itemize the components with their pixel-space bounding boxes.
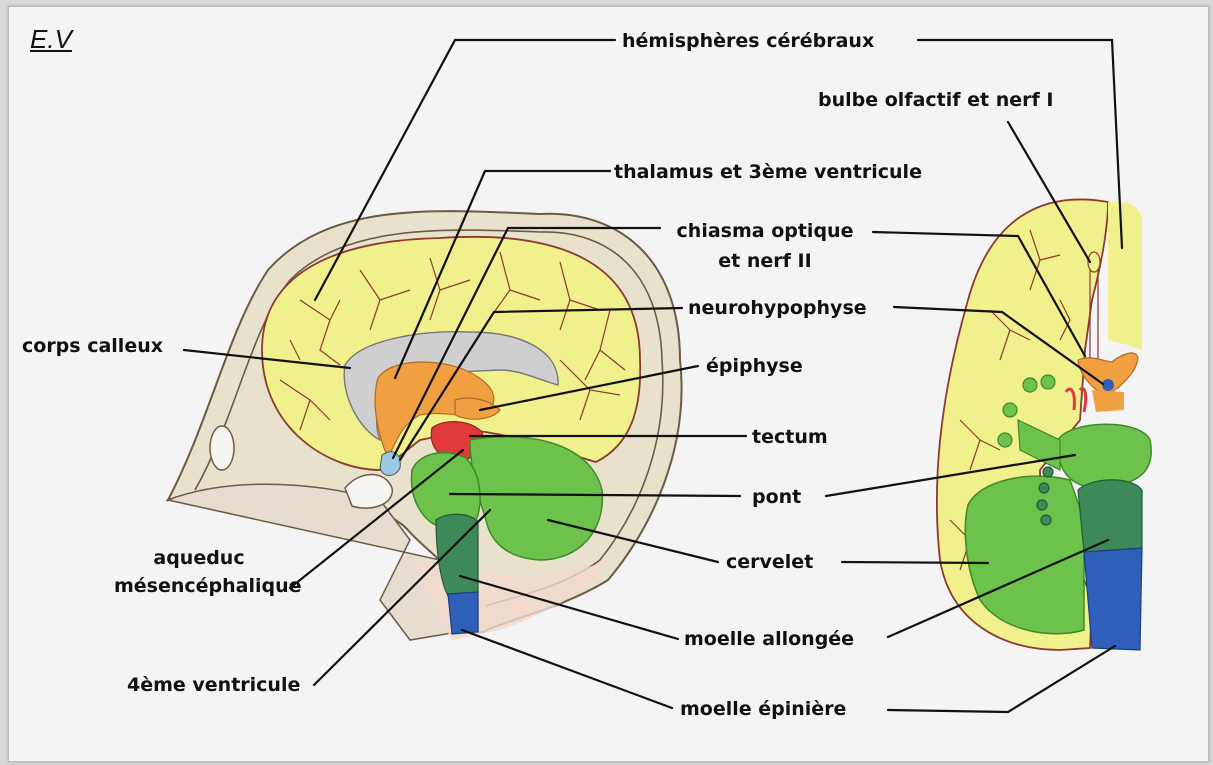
label-moelle-allongee: moelle allongée: [684, 627, 854, 651]
hypophyse-dorsal: [1102, 379, 1114, 391]
label-chiasma-line2: et nerf II: [660, 249, 870, 273]
moelle-epiniere-dorsal: [1084, 548, 1142, 650]
leader-cervelet-dorsal: [842, 562, 988, 563]
leader-moelle-epiniere: [462, 630, 672, 708]
label-hemispheres: hémisphères cérébraux: [622, 29, 874, 53]
moelle-allongee-dorsal: [1078, 480, 1142, 552]
moelle-epiniere-shape: [448, 592, 478, 634]
label-neurohypophyse: neurohypophyse: [688, 296, 867, 320]
label-corps-calleux: corps calleux: [22, 334, 163, 358]
leader-moelle-epiniere-dorsal: [888, 646, 1115, 712]
label-chiasma-line1: chiasma optique: [660, 219, 870, 243]
dorsal-hemisphere-right: [1108, 202, 1142, 350]
label-tectum: tectum: [752, 425, 828, 449]
label-aqueduc-line2: mésencéphalique: [114, 574, 284, 598]
hypophyse-shape: [380, 452, 400, 476]
label-bulbe-olfactif: bulbe olfactif et nerf I: [818, 88, 1053, 112]
label-cervelet: cervelet: [726, 550, 813, 574]
author-signature: E.V: [30, 24, 72, 55]
label-pont: pont: [752, 485, 801, 509]
thalamus-dorsal: [1092, 390, 1124, 412]
label-epiphyse: épiphyse: [706, 354, 803, 378]
label-thalamus: thalamus et 3ème ventricule: [614, 160, 922, 184]
dorsal-view: [937, 199, 1151, 650]
sinus-cavity: [210, 426, 234, 470]
label-aqueduc-line1: aqueduc: [114, 546, 284, 570]
label-aqueduc: aqueduc mésencéphalique: [114, 546, 284, 598]
label-4eme-ventricule: 4ème ventricule: [127, 673, 300, 697]
label-chiasma: chiasma optique et nerf II: [660, 219, 870, 273]
label-moelle-epiniere: moelle épinière: [680, 697, 846, 721]
